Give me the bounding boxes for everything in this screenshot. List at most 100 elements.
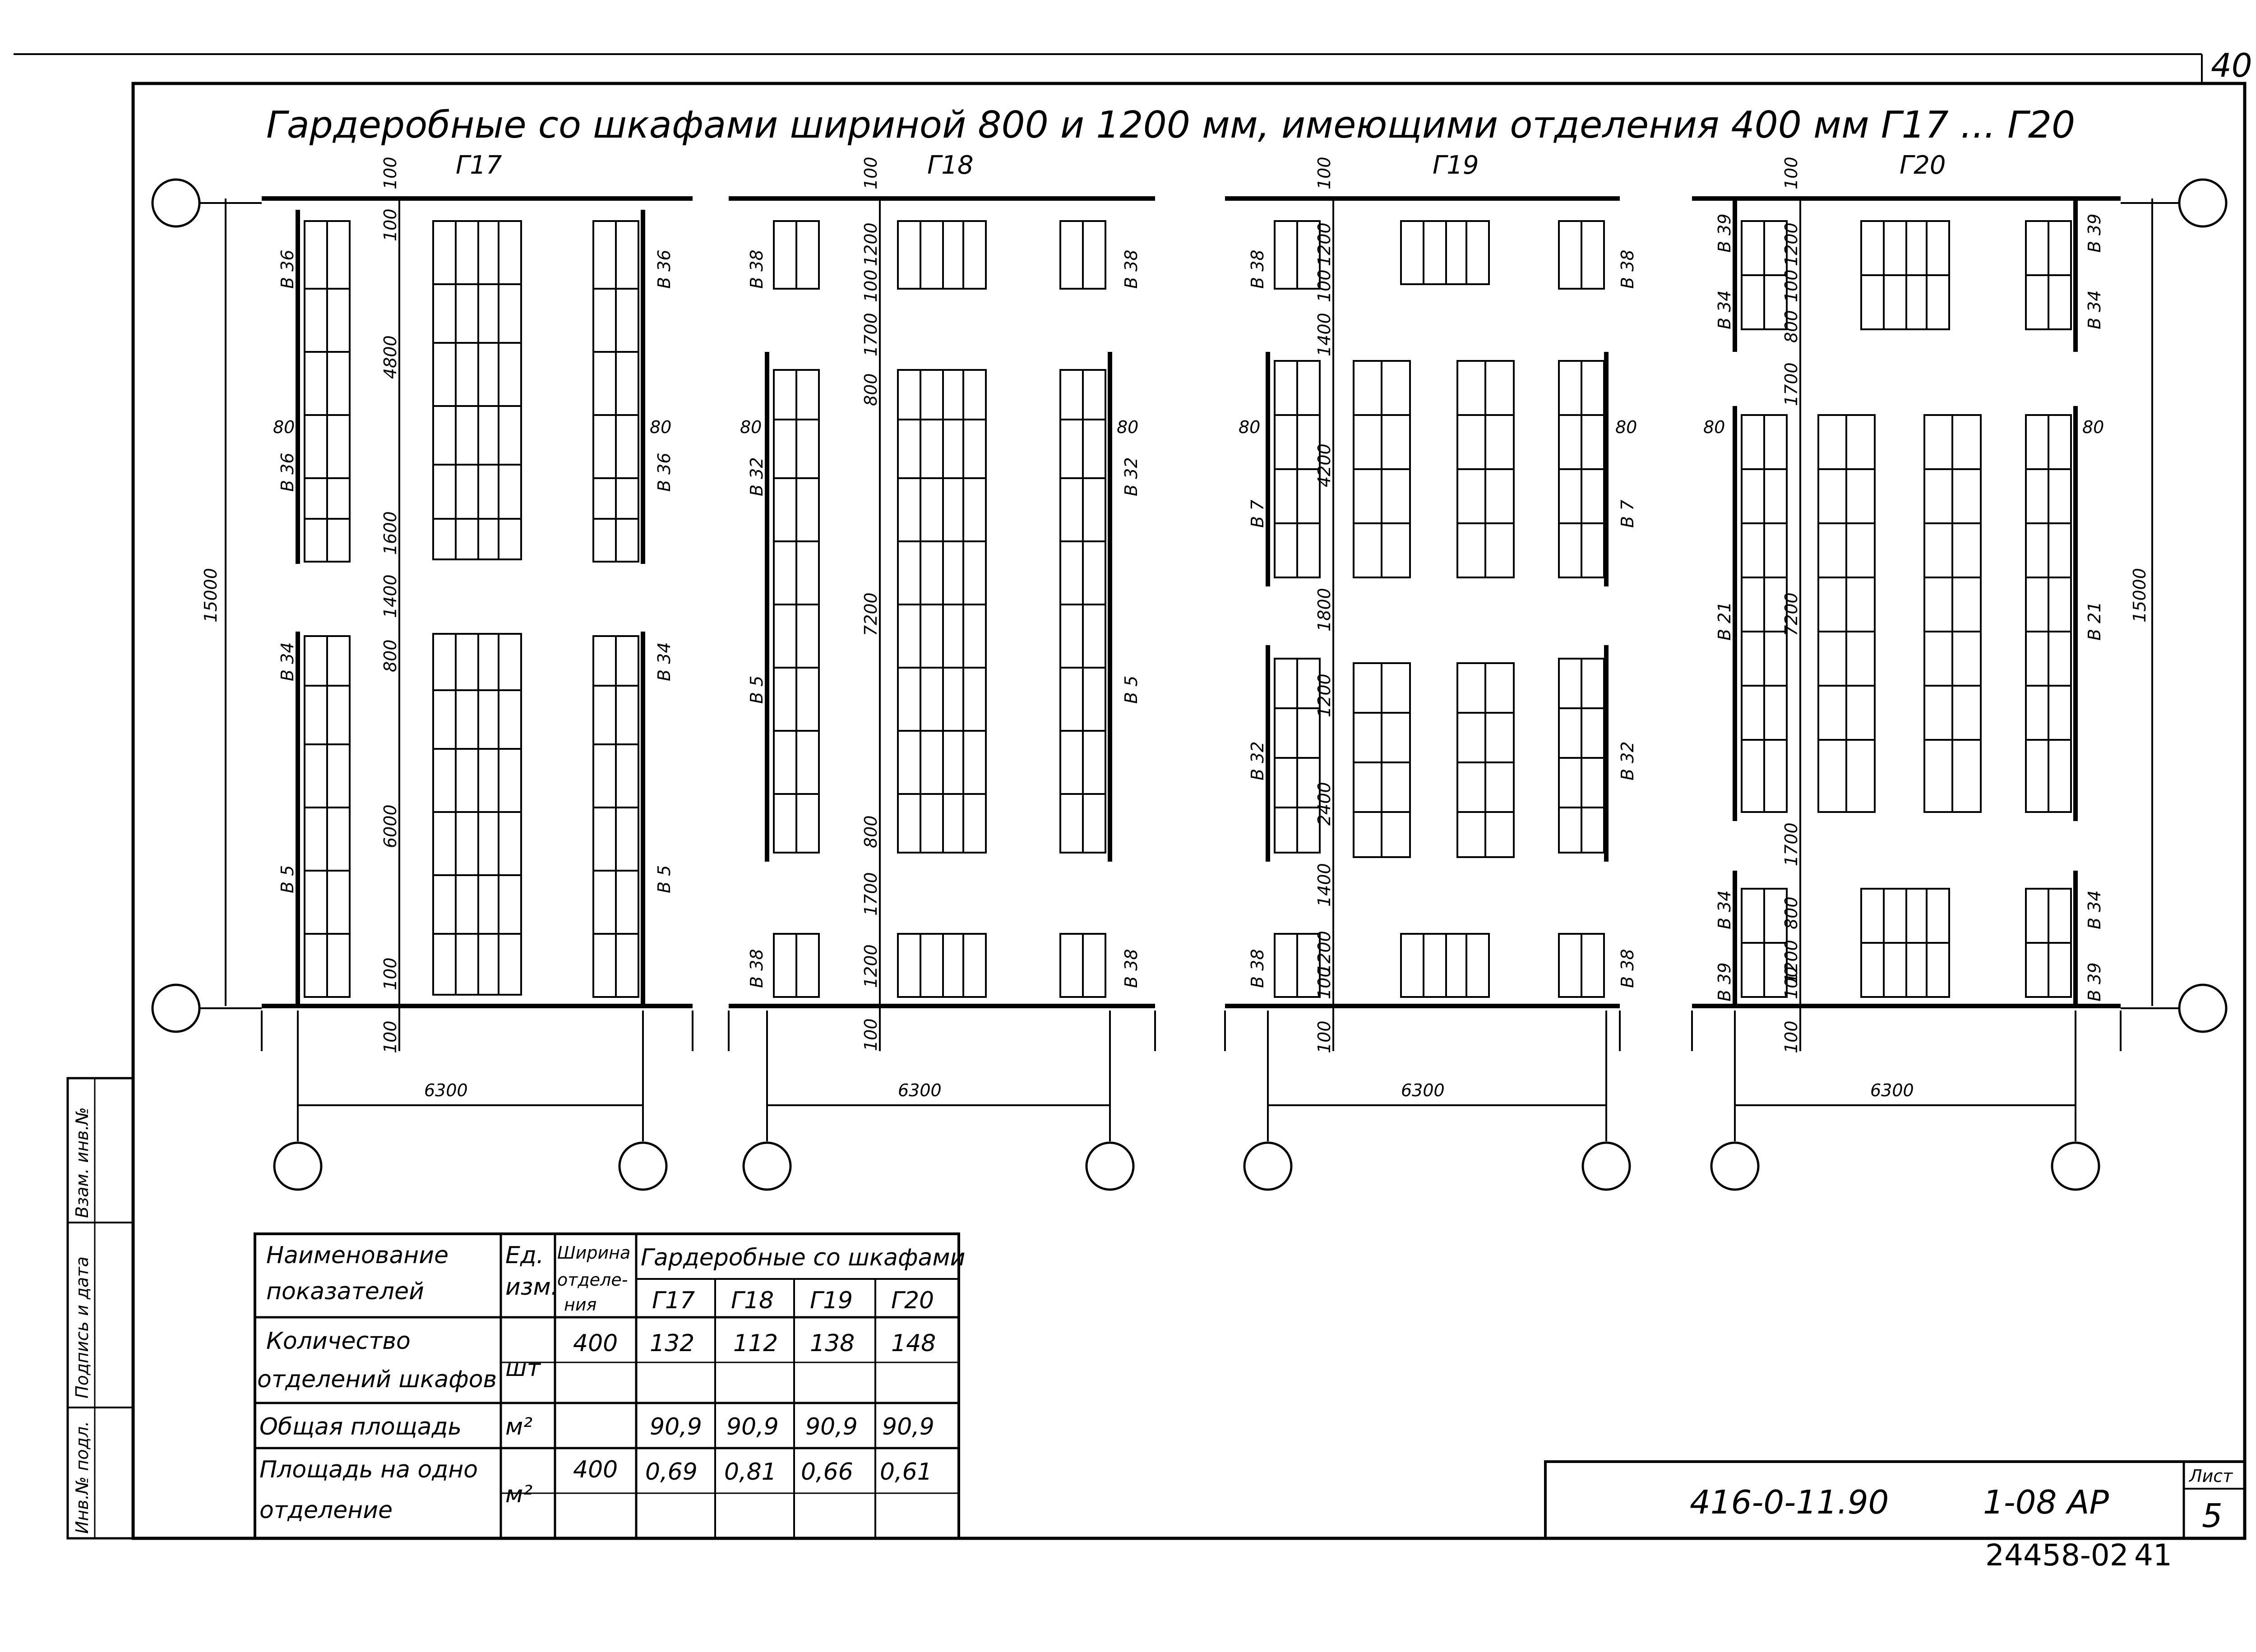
row-1-unit: шт: [505, 1355, 541, 1382]
mark-left-2: В 36: [277, 452, 297, 492]
header-name-2: показателей: [266, 1278, 424, 1305]
dim-3: 100: [1314, 269, 1334, 302]
dim-9: 1200: [1781, 940, 1801, 983]
row-2-unit: м²: [505, 1413, 532, 1440]
dim-4: 1600: [380, 511, 400, 555]
mark-right-3: В 5: [1121, 676, 1141, 704]
plan-name: Г19: [1433, 151, 1479, 180]
row-2-value: 90,9: [650, 1413, 702, 1440]
span-dimension: 6300: [424, 1080, 468, 1100]
dim-2: 100: [380, 208, 400, 241]
row-2-value: 90,9: [805, 1413, 858, 1440]
row-3-value: 0,81: [724, 1458, 777, 1486]
axis-circle: [618, 1141, 668, 1191]
dim-1: 100: [861, 157, 881, 189]
dim-8: 1700: [861, 872, 881, 916]
row-3-value: 0,69: [645, 1458, 698, 1486]
list-number: 5: [2202, 1497, 2223, 1535]
dim-6: 800: [380, 639, 400, 672]
plan-name: Г17: [456, 151, 502, 180]
row-3-value: 0,66: [801, 1458, 853, 1486]
dim-2: 1200: [1781, 222, 1801, 266]
axis-circle: [1581, 1141, 1631, 1191]
dim-3: 100: [1781, 269, 1801, 302]
mark-left-2: В 7: [1248, 500, 1267, 528]
archive-sheet: 41: [2134, 1538, 2172, 1573]
album-code: 1-08 АР: [1983, 1483, 2109, 1521]
sheet-title: Гардеробные со шкафами шириной 800 и 120…: [266, 104, 2075, 147]
dim-4: 800: [1781, 310, 1801, 343]
mark-right-2: В 34: [2085, 290, 2104, 329]
mark-left-3: В 32: [1248, 741, 1267, 780]
mark-right-4: В 38: [1618, 949, 1637, 988]
length-dimension: 15000: [2130, 568, 2150, 623]
dim-10: 100: [1781, 966, 1801, 999]
dim-1: 100: [1781, 157, 1801, 189]
header-width-2: отделе-: [557, 1270, 628, 1290]
mark-right-4: В 5: [654, 865, 674, 893]
header-variant: Г20: [891, 1287, 934, 1314]
side-stamp-inv: Инв.№ подл.: [72, 1421, 92, 1534]
dim-5: 1700: [1781, 362, 1801, 406]
mark-right-2: В 32: [1121, 457, 1141, 496]
mark-left-2: В 34: [1715, 290, 1734, 329]
gap-right: 80: [1615, 417, 1637, 437]
mark-left-1: В 38: [1248, 249, 1267, 289]
mark-left-2: В 32: [747, 457, 767, 496]
dim-12: 100: [1314, 1020, 1334, 1053]
gap-right: 80: [650, 417, 671, 437]
header-unit-1: Ед.: [505, 1242, 544, 1269]
row-1-value: 148: [891, 1330, 936, 1357]
mark-left-3: В 21: [1715, 601, 1734, 641]
dim-8: 100: [380, 957, 400, 990]
dim-9: 100: [380, 1020, 400, 1053]
dim-1: 100: [380, 157, 400, 189]
mark-left-1: В 39: [1715, 213, 1734, 253]
side-stamp-sign: Подпись и дата: [72, 1256, 92, 1398]
header-width-3: ния: [564, 1295, 596, 1315]
mark-left-5: В 39: [1715, 962, 1734, 1001]
mark-right-1: В 38: [1618, 249, 1637, 289]
plan-g20: Г20 6300: [1691, 151, 2153, 1141]
dim-11: 100: [1781, 1020, 1801, 1053]
inner-frame: [131, 82, 2247, 1540]
dim-2: 1200: [1314, 222, 1334, 266]
plan-g19: Г19: [1224, 151, 1637, 1141]
header-unit-2: изм.: [505, 1274, 558, 1301]
dim-6: 7200: [861, 592, 881, 636]
mark-right-4: В 34: [2085, 890, 2104, 929]
mark-right-1: В 36: [654, 249, 674, 289]
mark-right-3: В 32: [1618, 741, 1637, 780]
dim-4: 1700: [861, 313, 881, 356]
row-1-name-1: Количество: [266, 1328, 411, 1355]
dim-1: 100: [1314, 157, 1334, 189]
mark-left-4: В 38: [1248, 949, 1267, 988]
axis-circle: [2178, 178, 2228, 228]
side-stamp-box: [66, 1077, 134, 1540]
list-label: Лист: [2188, 1466, 2233, 1486]
span-dimension: 6300: [898, 1080, 942, 1100]
mark-left-4: В 34: [1715, 890, 1734, 929]
dim-5: 800: [861, 373, 881, 406]
mark-left-3: В 34: [277, 642, 297, 681]
header-name-1: Наименование: [266, 1242, 448, 1269]
row-1-value: 112: [733, 1330, 778, 1357]
gap-left: 80: [1703, 417, 1725, 437]
mark-left-4: В 5: [277, 865, 297, 893]
dim-2: 1200: [861, 222, 881, 266]
plan-g17: Г17: [201, 151, 693, 1141]
dim-6: 1800: [1314, 588, 1334, 632]
axis-circle: [1243, 1141, 1293, 1191]
mark-left-1: В 36: [277, 249, 297, 289]
title-block: Лист 5 416-0-11.90 1-08 АР: [1544, 1460, 2246, 1540]
span-dimension: 6300: [1870, 1080, 1914, 1100]
dim-9: 1400: [1314, 863, 1334, 907]
dim-6: 7200: [1781, 592, 1801, 636]
axis-circle: [742, 1141, 792, 1191]
plan-name: Г20: [1900, 151, 1946, 180]
row-3-name-1: Площадь на одно: [259, 1456, 478, 1483]
row-3-value: 0,61: [880, 1458, 932, 1486]
length-dimension: 15000: [201, 568, 221, 623]
dim-4: 1400: [1314, 313, 1334, 356]
